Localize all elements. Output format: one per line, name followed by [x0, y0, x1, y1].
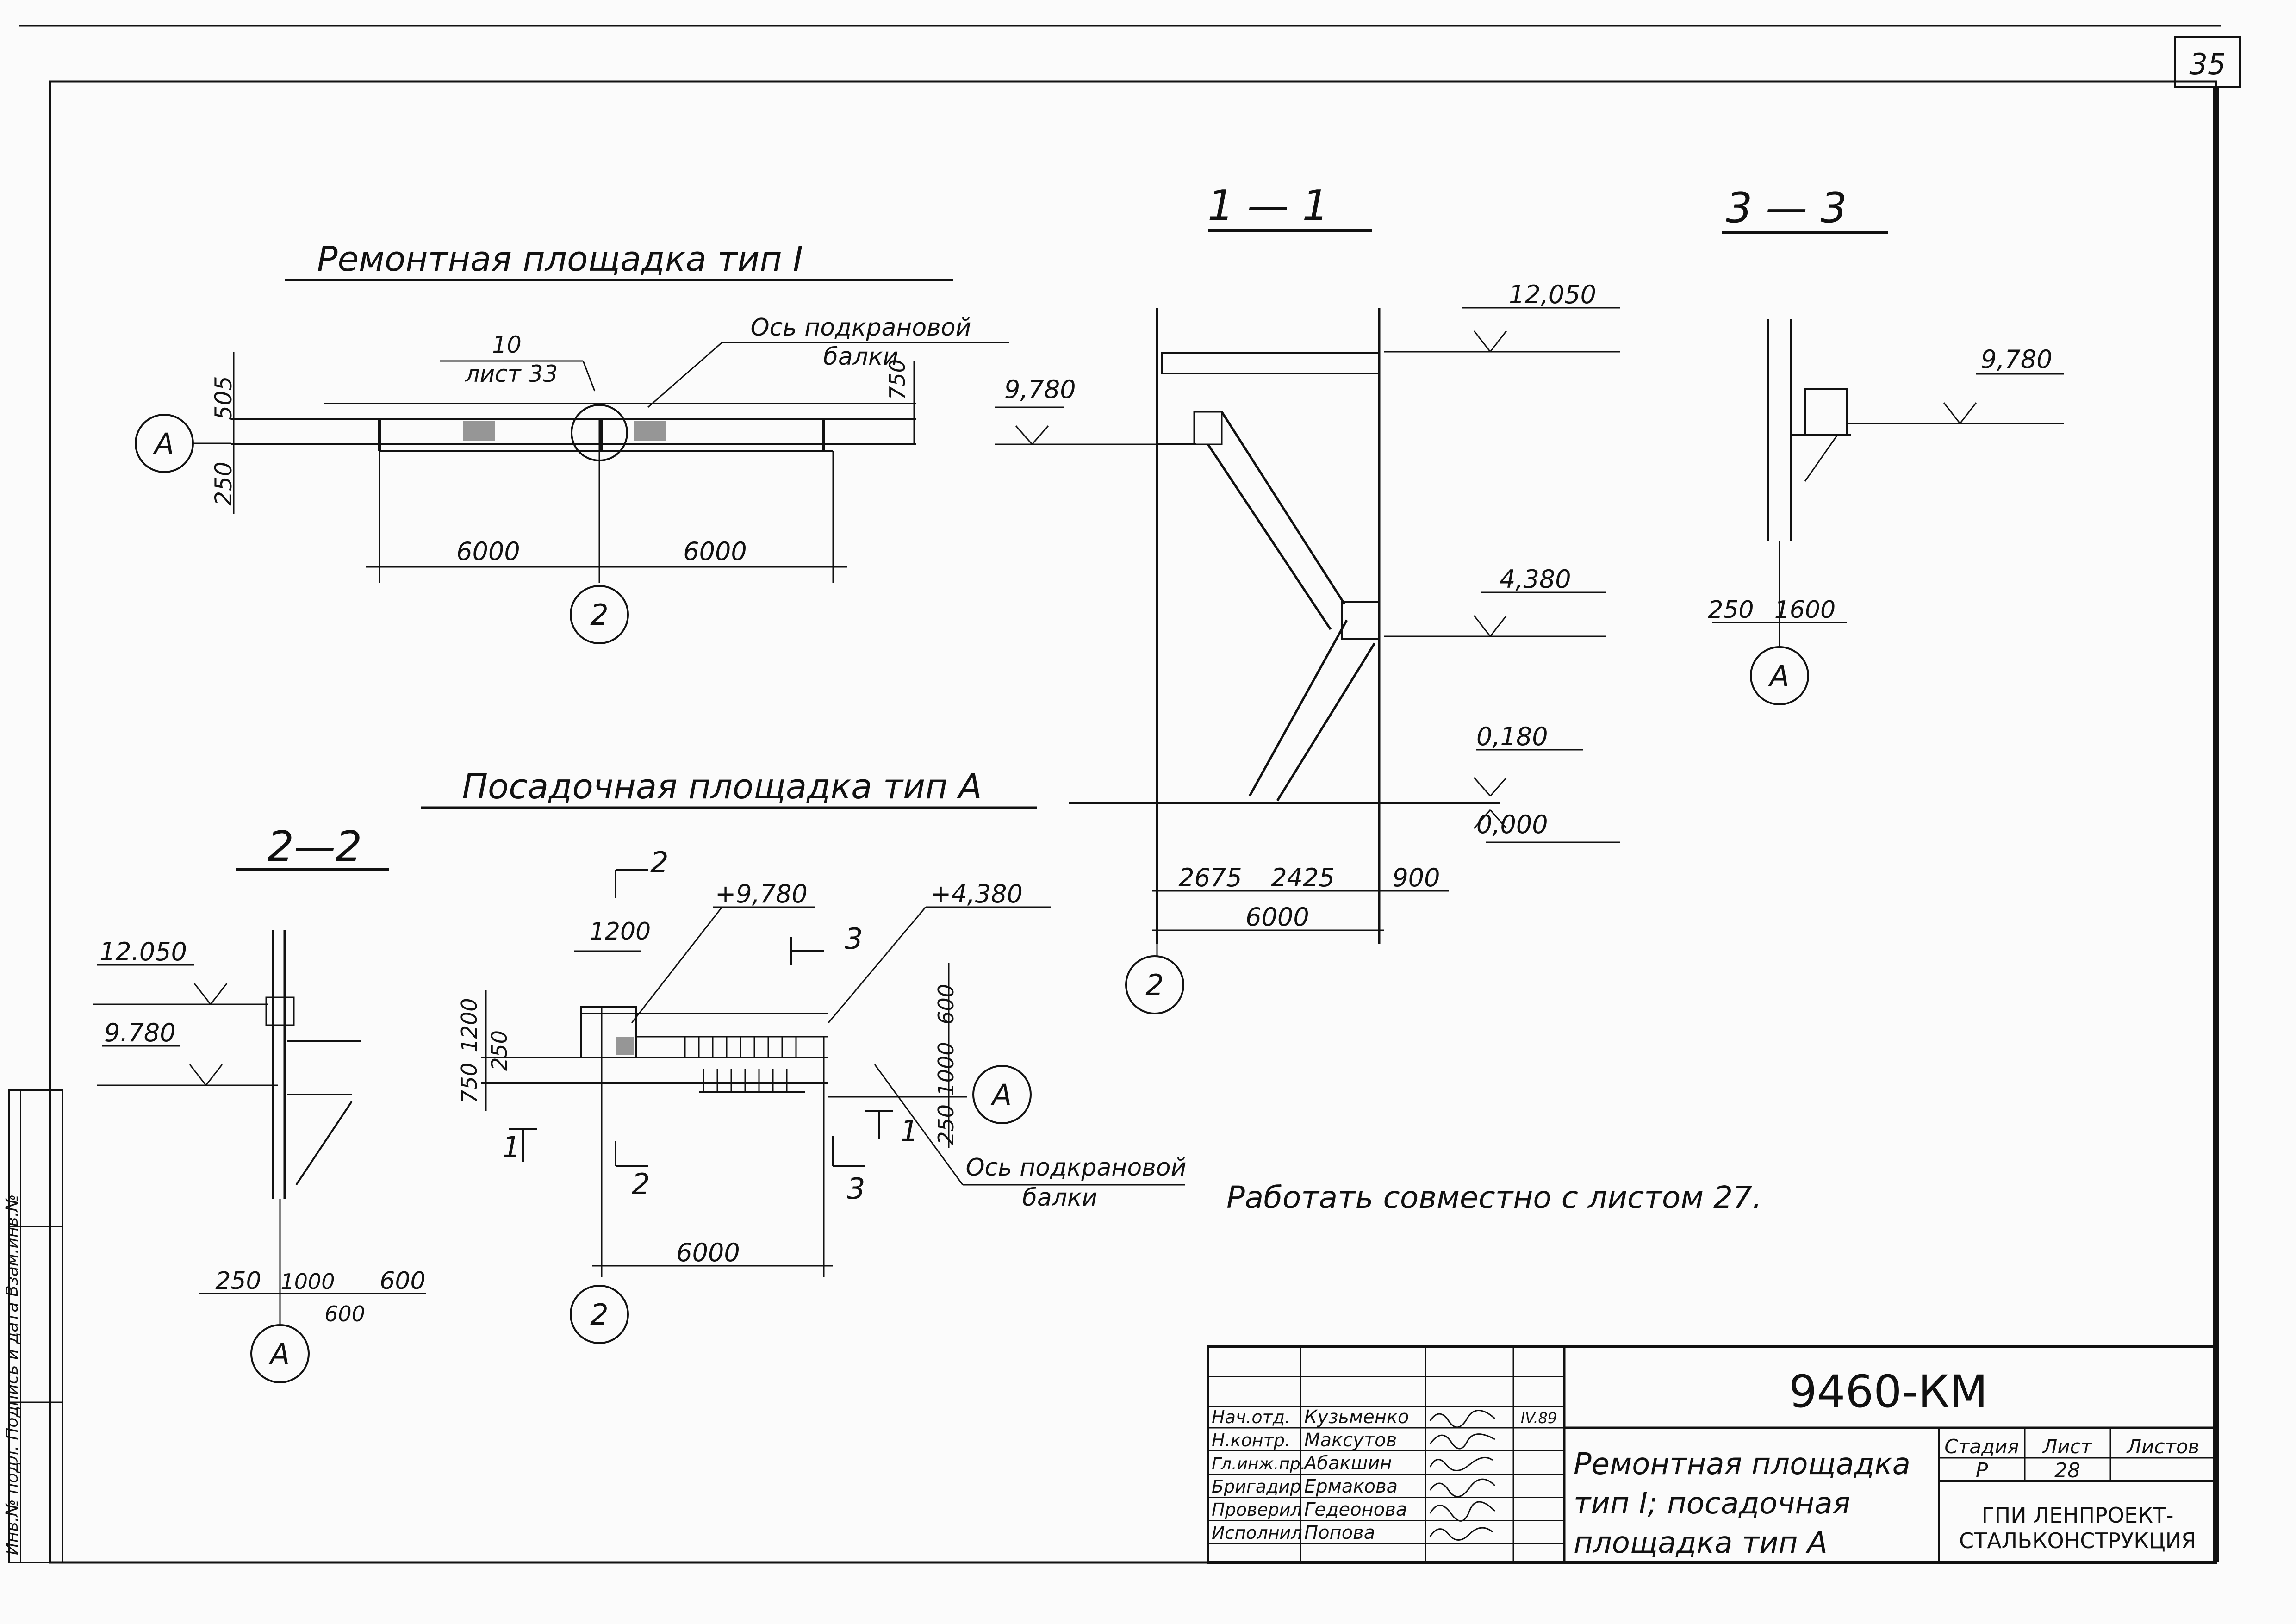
doc-code: 9460-КМ — [1789, 1366, 1988, 1418]
repair-crane-axis-2: балки — [823, 343, 898, 371]
repair-dim-505: 505 — [210, 376, 237, 420]
general-note: Работать совместно с листом 27. — [1226, 1180, 1762, 1215]
landing-crane-axis-2: балки — [1022, 1184, 1097, 1212]
repair-dim-6000-b: 6000 — [683, 537, 747, 566]
dim-6000-1-1: 6000 — [1245, 902, 1309, 932]
cut-3-top: 3 — [845, 922, 863, 956]
sheet-frame — [49, 80, 2217, 1564]
sheets-label: Листов — [2126, 1435, 2200, 1458]
landing-crane-axis-1: Ось подкрановой — [966, 1154, 1187, 1182]
dim-900: 900 — [1392, 863, 1440, 892]
cut-3-bottom: 3 — [847, 1172, 865, 1206]
repair-dim-250: 250 — [210, 461, 237, 505]
landing-dim-1000-right: 1000 — [933, 1042, 958, 1096]
sheet-number-box — [2174, 36, 2241, 88]
dim-2425: 2425 — [1271, 863, 1334, 892]
landing-axis-2: 2 — [590, 1298, 608, 1332]
title-line-1: Ремонтная площадка — [1574, 1447, 1910, 1481]
level-9780-2-2: 9.780 — [104, 1018, 176, 1047]
landing-platform-plan: Посадочная площадка тип А 2 2 3 3 1 1 — [421, 767, 1187, 1344]
org-line-2: СТАЛЬКОНСТРУКЦИЯ — [1959, 1528, 2196, 1553]
dim-250-2-2: 250 — [215, 1267, 261, 1295]
signatures — [1429, 1410, 1496, 1541]
staff-names: Кузьменко Максутов Абакшин Ермакова Геде… — [1303, 1406, 1409, 1543]
axis-a-3-3: A — [1768, 659, 1789, 693]
dim-250-3-3: 250 — [1708, 596, 1754, 624]
role-5: Исполнил — [1212, 1523, 1302, 1543]
landing-dim-250-left: 250 — [487, 1030, 512, 1071]
cut-1-left: 1 — [502, 1130, 520, 1164]
landing-platform-title: Посадочная площадка тип А — [462, 767, 982, 807]
cut-1-right: 1 — [900, 1114, 918, 1148]
name-0: Кузьменко — [1304, 1406, 1409, 1428]
name-1: Максутов — [1304, 1430, 1397, 1451]
role-2: Гл.инж.пр. — [1212, 1455, 1306, 1474]
axis-2-section-1-1: 2 — [1145, 968, 1164, 1002]
role-0: Нач.отд. — [1212, 1407, 1290, 1427]
approval-date: IV.89 — [1521, 1409, 1557, 1427]
title-block: IV.89 Нач.отд. Н.контр. Гл.инж.пр. Брига… — [1207, 1345, 2217, 1564]
section-3-3-title: 3 — 3 — [1726, 184, 1847, 232]
sheet-label: Лист — [2042, 1435, 2093, 1458]
dim-600-2-2-a: 600 — [380, 1267, 425, 1295]
repair-ref-sheet: лист 33 — [465, 361, 558, 387]
name-5: Попова — [1304, 1522, 1375, 1543]
landing-axis-a: A — [990, 1078, 1012, 1112]
landing-dim-1200-left: 1200 — [457, 998, 482, 1052]
dim-2675: 2675 — [1178, 863, 1242, 892]
dim-1600-3-3: 1600 — [1774, 596, 1836, 624]
stage-label: Стадия — [1944, 1435, 2019, 1458]
level-9780-3-3: 9,780 — [1981, 345, 2053, 374]
role-1: Н.контр. — [1212, 1430, 1290, 1450]
cut-2-bottom: 2 — [632, 1167, 650, 1201]
dim-1000-2-2: 1000 — [280, 1269, 335, 1294]
side-stamp-text: Инв.№ подл. Подпись и дата Взам.инв.№ — [3, 1194, 22, 1555]
sheet-value: 28 — [2054, 1459, 2080, 1482]
level-12050-1-1: 12,050 — [1509, 280, 1596, 309]
axis-a-2-2: A — [268, 1337, 290, 1371]
landing-dim-6000: 6000 — [676, 1238, 740, 1267]
repair-axis-a: A — [153, 427, 174, 460]
role-4: Проверил — [1212, 1500, 1302, 1520]
level-0000-1-1: 0,000 — [1476, 810, 1548, 839]
section-1-1-title: 1 — 1 — [1207, 181, 1329, 230]
title-line-2: тип I; посадочная — [1574, 1487, 1850, 1521]
name-4: Гедеонова — [1304, 1499, 1407, 1520]
sheet-number-top: 35 — [2190, 47, 2226, 81]
landing-dim-750-left: 750 — [457, 1063, 482, 1103]
landing-dim-250-right: 250 — [933, 1104, 958, 1145]
repair-platform-plan: Ремонтная площадка тип I 10 лист 33 Ось … — [135, 239, 1009, 644]
stage-value: Р — [1976, 1459, 1988, 1482]
repair-crane-axis-1: Ось подкрановой — [751, 314, 971, 342]
org-line-1: ГПИ ЛЕНПРОЕКТ- — [1982, 1503, 2174, 1528]
repair-ref-number: 10 — [492, 331, 522, 358]
dim-600-2-2-b: 600 — [324, 1301, 365, 1326]
section-2-2: 2—2 12.050 9.780 250 1000 600 600 A — [93, 822, 426, 1383]
level-9780-1-1: 9,780 — [1004, 375, 1076, 404]
level-12050-2-2: 12.050 — [100, 937, 187, 966]
section-1-1: 1 — 1 9,780 12,050 4,380 0 — [995, 181, 1620, 1014]
repair-dim-6000-a: 6000 — [456, 537, 520, 566]
landing-level-9780: +9,780 — [715, 879, 808, 908]
title-line-3: площадка тип А — [1574, 1526, 1828, 1560]
landing-level-4380: +4,380 — [930, 879, 1023, 908]
section-3-3: 3 — 3 9,780 250 1600 A — [1708, 184, 2064, 705]
repair-axis-2: 2 — [590, 598, 608, 632]
level-0180-1-1: 0,180 — [1476, 722, 1548, 751]
landing-dim-1200-top: 1200 — [590, 918, 651, 946]
cut-2-top: 2 — [650, 846, 668, 879]
side-stamp: Инв.№ подл. Подпись и дата Взам.инв.№ — [3, 1089, 63, 1563]
landing-dim-600-right: 600 — [933, 984, 958, 1025]
section-2-2-title: 2—2 — [268, 822, 362, 871]
staff-roles: Нач.отд. Н.контр. Гл.инж.пр. Бригадир Пр… — [1212, 1407, 1306, 1543]
name-3: Ермакова — [1304, 1476, 1398, 1497]
level-4380-1-1: 4,380 — [1500, 565, 1571, 594]
role-3: Бригадир — [1212, 1476, 1301, 1497]
name-2: Абакшин — [1303, 1453, 1392, 1474]
repair-dim-750: 750 — [885, 359, 910, 400]
repair-platform-title: Ремонтная площадка тип I — [317, 239, 803, 279]
